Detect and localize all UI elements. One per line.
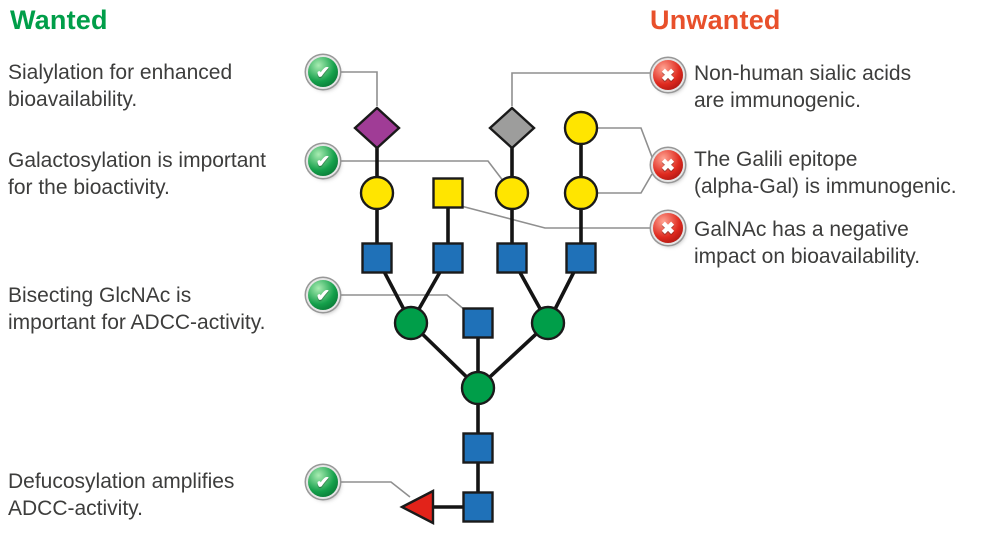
galili-line-bottom	[597, 173, 653, 194]
annotation-sialylation: Sialylation for enhanced bioavailability…	[8, 61, 233, 111]
galnac-square	[432, 177, 464, 209]
core-mannose-circle	[460, 370, 496, 406]
bisecting-line	[339, 294, 467, 312]
glcnac-square	[361, 242, 393, 274]
glcnac-square	[462, 432, 494, 464]
annotation-bisecting-glcnac: Bisecting GlcNAc is important for ADCC-a…	[8, 284, 266, 334]
mannose-circle	[530, 305, 566, 341]
glcnac-square	[565, 242, 597, 274]
defucosylation-line	[339, 481, 411, 498]
neu5ac-sialic-acid-diamond	[353, 106, 401, 150]
glcnac-square	[462, 491, 494, 523]
sialylation-line	[339, 71, 378, 106]
glcnac-square	[496, 242, 528, 274]
annotation-galili-epitope: The Galili epitope (alpha-Gal) is immuno…	[694, 148, 957, 198]
galactose-circle	[563, 175, 599, 211]
neugc-line	[511, 72, 651, 106]
galactosylation-line	[339, 160, 505, 183]
fucose-triangle	[399, 489, 435, 525]
annotation-galnac: GalNAc has a negative impact on bioavail…	[694, 218, 921, 268]
annotation-galactosylation: Galactosylation is important for the bio…	[8, 149, 266, 199]
galactose-circle	[563, 110, 599, 146]
unwanted-heading: Unwanted	[650, 5, 781, 35]
annotation-nonhuman-sialic-acids: Non-human sialic acids are immunogenic.	[694, 62, 912, 112]
galactose-circle	[494, 175, 530, 211]
bisecting-glcnac-square	[462, 307, 494, 339]
galnac-line	[460, 205, 650, 229]
galactose-circle	[359, 175, 395, 211]
galili-line-top	[597, 127, 653, 158]
wanted-heading: Wanted	[10, 5, 108, 35]
annotation-defucosylation: Defucosylation amplifies ADCC-activity.	[8, 470, 235, 520]
mannose-circle	[393, 305, 429, 341]
glcnac-square	[432, 242, 464, 274]
neu5gc-sialic-acid-diamond	[488, 106, 536, 150]
